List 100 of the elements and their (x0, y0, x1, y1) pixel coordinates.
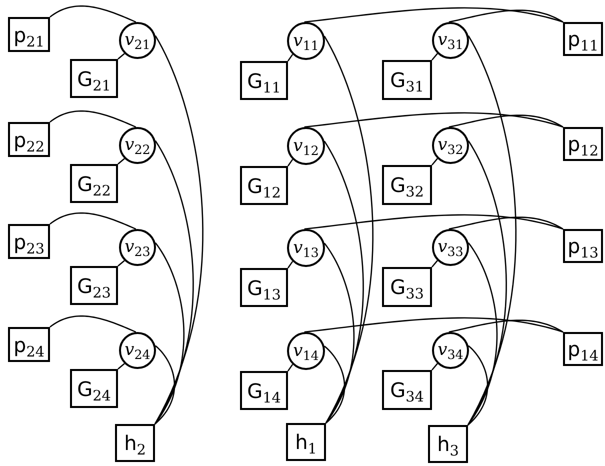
node-label: v$_{23}$ (124, 239, 150, 256)
connector-line (432, 158, 438, 166)
node-label: v$_{31}$ (438, 32, 464, 49)
variable-node (287, 22, 325, 60)
connector-line (448, 320, 564, 333)
connector-line (304, 214, 564, 230)
connector-line (50, 315, 136, 333)
node-label: G$_{11}$ (247, 70, 281, 90)
factor-node (240, 166, 288, 205)
node-label: v$_{11}$ (293, 32, 319, 50)
connector-line (432, 260, 438, 268)
connector-line (154, 242, 185, 424)
connector-line (448, 216, 564, 230)
node-label: h$_{2}$ (124, 433, 146, 453)
variable-node (432, 332, 469, 369)
factor-node (240, 371, 288, 410)
node-label: p$_{13}$ (567, 236, 598, 256)
connector-line (154, 35, 204, 424)
factor-node (286, 423, 326, 461)
node-label: v$_{34}$ (438, 342, 464, 359)
factor-node (382, 370, 432, 410)
connector-line (448, 114, 564, 128)
connector-line (304, 7, 564, 23)
variable-node (287, 127, 325, 165)
variable-node (119, 127, 156, 164)
node-label: G$_{14}$ (247, 380, 281, 400)
connector-line (432, 363, 438, 370)
node-label: G$_{31}$ (390, 70, 424, 90)
node-label: p$_{21}$ (13, 24, 44, 44)
connector-line (154, 345, 176, 424)
variable-node (119, 229, 156, 266)
node-label: v$_{33}$ (438, 239, 464, 256)
node-label: v$_{22}$ (124, 137, 150, 154)
connector-line (118, 260, 125, 266)
connector-line (468, 345, 488, 426)
node-label: v$_{32}$ (438, 137, 464, 154)
variable-node (119, 332, 156, 369)
factor-node (382, 267, 432, 307)
factor-node (382, 60, 432, 100)
factor-node (70, 266, 118, 305)
connector-line (432, 53, 438, 60)
variable-node (432, 127, 469, 164)
factor-node (563, 332, 603, 366)
connector-line (467, 140, 507, 426)
node-label: G$_{33}$ (390, 277, 424, 297)
connector-line (118, 158, 125, 164)
connector-line (287, 364, 294, 372)
node-label: G$_{34}$ (390, 380, 424, 400)
factor-node (382, 165, 432, 205)
variable-node (287, 332, 325, 370)
node-label: p$_{23}$ (13, 232, 44, 252)
factor-node (70, 59, 118, 98)
factor-node (8, 327, 50, 362)
node-label: h$_{1}$ (295, 432, 317, 452)
node-label: p$_{22}$ (13, 130, 44, 150)
node-label: p$_{11}$ (567, 29, 598, 49)
connector-line (287, 54, 294, 62)
connector-line (467, 35, 517, 426)
connector-line (118, 363, 125, 370)
factor-node (240, 61, 288, 100)
connector-line (50, 212, 136, 230)
variable-node (119, 22, 156, 59)
node-label: v$_{12}$ (293, 138, 319, 154)
node-label: h$_{3}$ (437, 434, 459, 454)
connector-line (118, 53, 125, 60)
factor-node (563, 127, 603, 161)
factor-node (240, 268, 288, 307)
node-label: G$_{12}$ (247, 176, 281, 196)
factor-node (115, 424, 155, 462)
node-label: v$_{21}$ (124, 32, 150, 49)
connector-line (50, 110, 136, 128)
connector-line (448, 10, 564, 23)
node-label: p$_{12}$ (567, 134, 598, 154)
connector-line (154, 140, 194, 424)
node-label: G$_{23}$ (77, 276, 111, 296)
factor-node (70, 369, 118, 408)
variable-node (287, 229, 325, 267)
factor-node (563, 22, 603, 56)
connector-line (324, 36, 374, 424)
node-label: v$_{14}$ (293, 342, 319, 360)
node-label: G$_{24}$ (77, 378, 111, 398)
factor-node (8, 224, 50, 259)
node-label: v$_{13}$ (293, 240, 319, 256)
factor-node (8, 122, 50, 157)
connector-line (324, 346, 346, 424)
node-label: p$_{24}$ (13, 334, 44, 354)
connector-line (287, 159, 294, 166)
node-label: p$_{14}$ (567, 339, 598, 359)
connector-line (467, 242, 498, 426)
connector-line (324, 140, 364, 424)
variable-node (432, 229, 469, 266)
factor-node (563, 229, 603, 263)
factor-node (8, 17, 50, 52)
variable-node (432, 22, 469, 59)
connector-line (287, 261, 294, 268)
node-label: v$_{24}$ (124, 342, 150, 359)
node-label: G$_{13}$ (247, 278, 281, 298)
factor-node (428, 425, 468, 463)
connector-line (304, 317, 564, 333)
node-label: G$_{22}$ (77, 174, 111, 194)
